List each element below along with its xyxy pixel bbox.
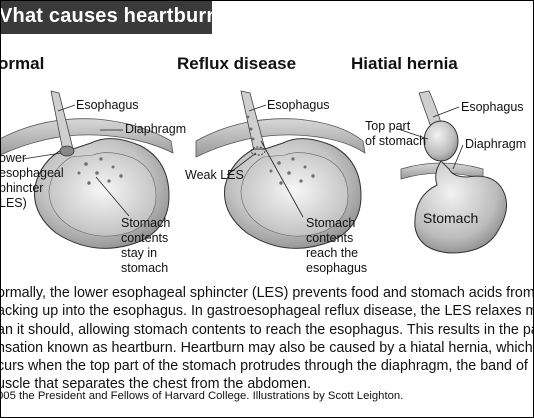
caption: ormally, the lower esophageal sphincter … bbox=[0, 284, 534, 394]
anatomy-illustrations bbox=[1, 90, 507, 254]
weak-sphincter bbox=[250, 146, 266, 156]
panel-title-reflux: Reflux disease bbox=[177, 54, 297, 73]
label-diaphragm-normal: Diaphragm bbox=[125, 122, 187, 136]
panel-title-normal: ormal bbox=[0, 54, 45, 73]
copyright-credit: 005 the President and Fellows of Harvard… bbox=[0, 390, 404, 402]
page-title: Vhat causes heartburn? bbox=[0, 5, 232, 27]
title-banner: Vhat causes heartburn? bbox=[1, 1, 231, 34]
label-esophagus-hernia: Esophagus bbox=[461, 100, 524, 114]
label-stomach-hernia: Stomach bbox=[423, 210, 479, 226]
label-contents-normal-4: stomach bbox=[121, 261, 169, 275]
hernia-stomach-drawing bbox=[397, 90, 507, 254]
stomach-lining bbox=[240, 152, 349, 237]
caption-line: acking up into the esophagus. In gastroe… bbox=[0, 303, 534, 320]
normal-stomach-drawing bbox=[1, 90, 174, 249]
label-esophagus-reflux: Esophagus bbox=[267, 98, 330, 112]
caption-line: an it should, allowing stomach contents … bbox=[0, 321, 534, 338]
label-les-line4: LES) bbox=[0, 196, 27, 210]
reflux-stomach-drawing bbox=[195, 90, 366, 249]
label-top-part-2: of stomach bbox=[365, 134, 427, 148]
label-les-line3: phincter bbox=[0, 181, 44, 195]
label-contents-normal-1: Stomach bbox=[121, 216, 171, 230]
panel-title-hernia: Hiatial hernia bbox=[351, 54, 458, 73]
herniated-stomach-top bbox=[423, 120, 459, 162]
refluxing-contents-dots bbox=[246, 115, 315, 185]
sphincter-ring bbox=[59, 145, 75, 157]
label-top-part-1: Top part bbox=[365, 119, 411, 133]
label-esophagus-normal: Esophagus bbox=[76, 98, 139, 112]
label-les-line1: ower bbox=[0, 151, 27, 165]
label-contents-normal-3: stay in bbox=[121, 246, 158, 260]
label-contents-normal-2: contents bbox=[121, 231, 169, 245]
label-les-line2: esophageal bbox=[0, 166, 64, 180]
stomach-below-diaphragm bbox=[414, 160, 507, 254]
caption-line: ormally, the lower esophageal sphincter … bbox=[0, 285, 534, 301]
label-contents-reflux-2: contents bbox=[306, 231, 354, 245]
label-contents-reflux-1: Stomach bbox=[306, 216, 356, 230]
stomach-lining bbox=[48, 152, 157, 237]
label-weak-les: Weak LES bbox=[185, 168, 244, 182]
label-contents-reflux-3: reach the bbox=[306, 246, 359, 260]
stomach-contents-dots bbox=[77, 157, 123, 185]
label-contents-reflux-4: esophagus bbox=[306, 261, 368, 275]
caption-line: nsation known as heartburn. Heartburn ma… bbox=[0, 339, 533, 356]
label-diaphragm-hernia: Diaphragm bbox=[465, 137, 527, 151]
caption-line: curs when the top part of the stomach pr… bbox=[0, 358, 528, 375]
caption-line: uscle that separates the chest from the … bbox=[0, 376, 311, 393]
